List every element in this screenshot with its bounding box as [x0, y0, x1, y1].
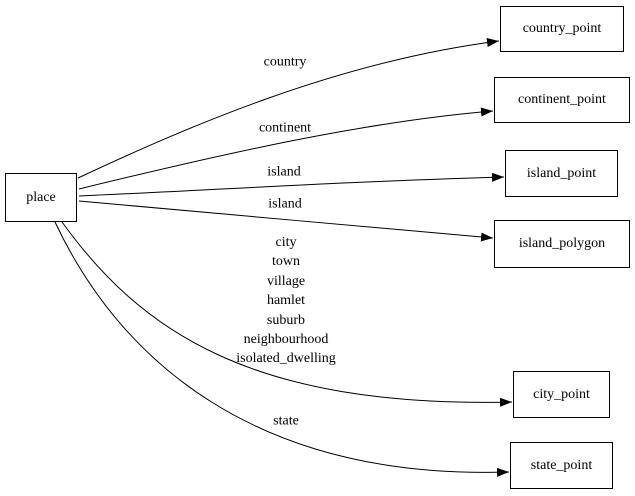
edge-place-island-polygon [78, 200, 494, 242]
node-island-point: island_point [505, 150, 618, 197]
edge-label-city-types: city town village hamlet suburb neighbou… [236, 233, 336, 369]
edge-label-country: country [263, 54, 307, 70]
edge-place-city-point [61, 221, 513, 407]
edge-label-continent: continent [258, 120, 312, 136]
node-state-point: state_point [510, 442, 613, 489]
node-island-polygon: island_polygon [494, 220, 630, 268]
node-place: place [5, 173, 77, 222]
edge-label-suburb-line: suburb [266, 312, 306, 328]
edge-label-island-to-point: island [267, 164, 301, 180]
node-city-point: city_point [513, 371, 610, 418]
edge-label-state: state [273, 413, 299, 429]
edge-label-island-to-polygon: island [268, 196, 302, 212]
node-continent-point: continent_point [494, 77, 630, 123]
edge-label-isolated-dwelling-line: isolated_dwelling [236, 351, 336, 367]
edge-label-hamlet-line: hamlet [266, 293, 306, 309]
edge-place-state-point [54, 221, 510, 477]
node-country-point: country_point [500, 6, 624, 52]
edge-place-country-point [77, 38, 500, 179]
edge-place-continent-point [78, 107, 494, 190]
edge-label-city-line: city [275, 235, 297, 251]
edge-label-neighbourhood-line: neighbourhood [243, 332, 329, 348]
edge-label-village-line: village [266, 273, 306, 289]
edge-place-island-point [78, 172, 505, 197]
edge-label-town-line: town [271, 254, 300, 270]
